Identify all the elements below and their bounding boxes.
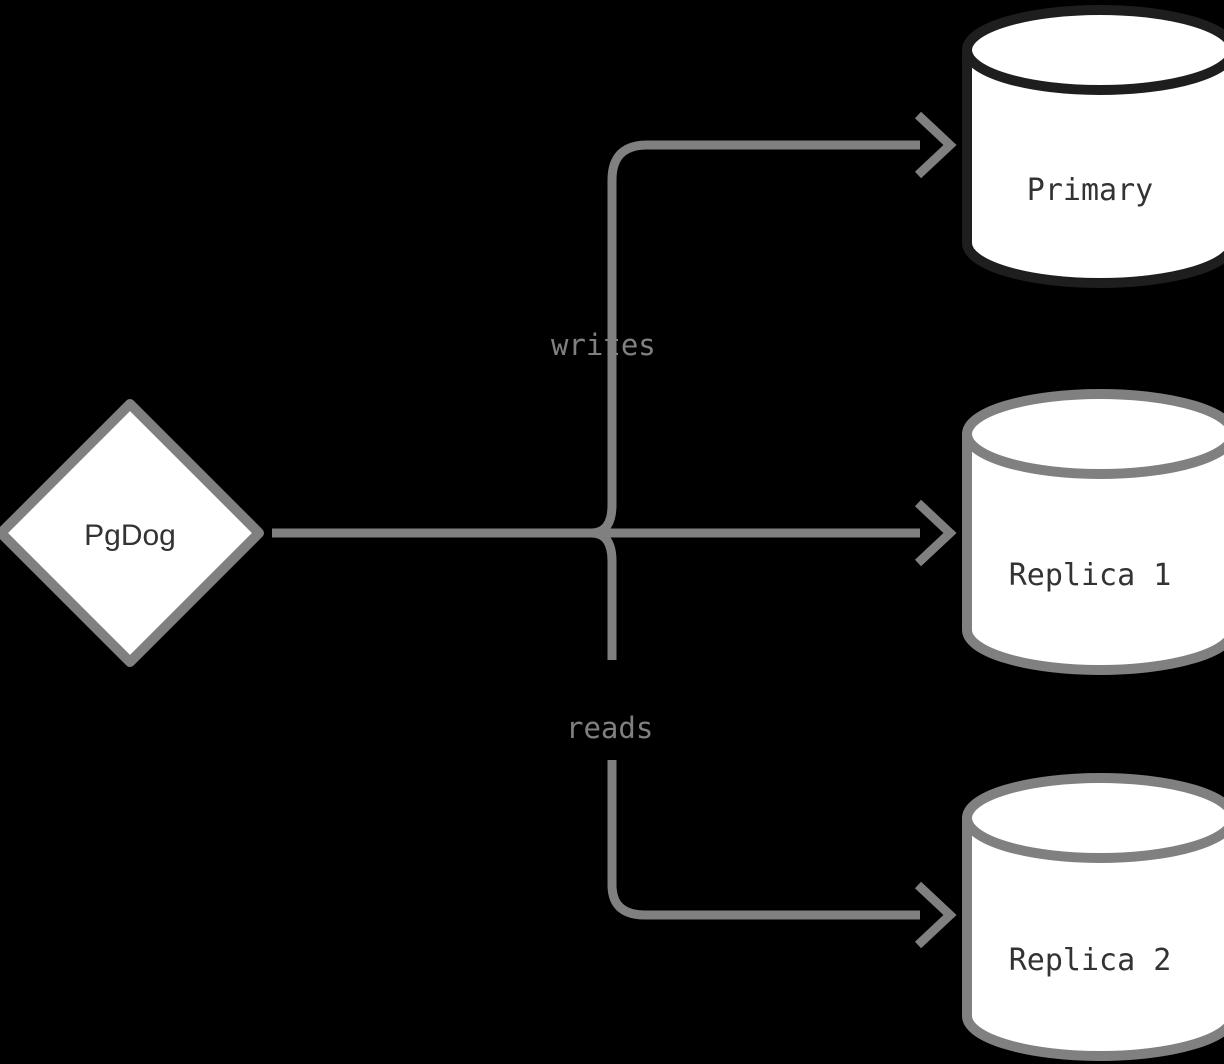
node-replica2[interactable]: Replica 2 — [962, 773, 1224, 1061]
replica2-label: Replica 2 — [1009, 943, 1172, 978]
pgdog-label: PgDog — [84, 519, 176, 552]
edge-layer — [272, 111, 957, 949]
arrowhead-replica2-icon — [914, 881, 957, 949]
edge-writes-path-upper — [607, 140, 920, 365]
pgdog-diamond-shape[interactable] — [0, 399, 264, 667]
edge-reads-path-lower — [607, 760, 920, 920]
node-primary[interactable]: Primary — [962, 5, 1224, 288]
replica1-cylinder-body[interactable] — [962, 429, 1224, 675]
replica1-cylinder-top — [962, 389, 1224, 479]
node-replica1[interactable]: Replica 1 — [962, 389, 1224, 675]
arrowhead-primary-icon — [914, 111, 957, 179]
arrowhead-replica1-icon — [914, 499, 957, 567]
replica2-cylinder-top — [962, 773, 1224, 863]
edge-reads-path-upper — [591, 528, 617, 660]
replica1-label: Replica 1 — [1009, 558, 1172, 593]
edge-label-layer: writes reads — [551, 328, 656, 745]
primary-cylinder-top — [962, 5, 1224, 95]
edge-label-reads: reads — [566, 711, 653, 745]
node-pgdog[interactable]: PgDog — [0, 399, 264, 667]
primary-cylinder-body[interactable] — [962, 45, 1224, 288]
primary-label: Primary — [1027, 173, 1153, 208]
replica2-cylinder-body[interactable] — [962, 813, 1224, 1061]
edge-label-writes: writes — [551, 328, 656, 362]
